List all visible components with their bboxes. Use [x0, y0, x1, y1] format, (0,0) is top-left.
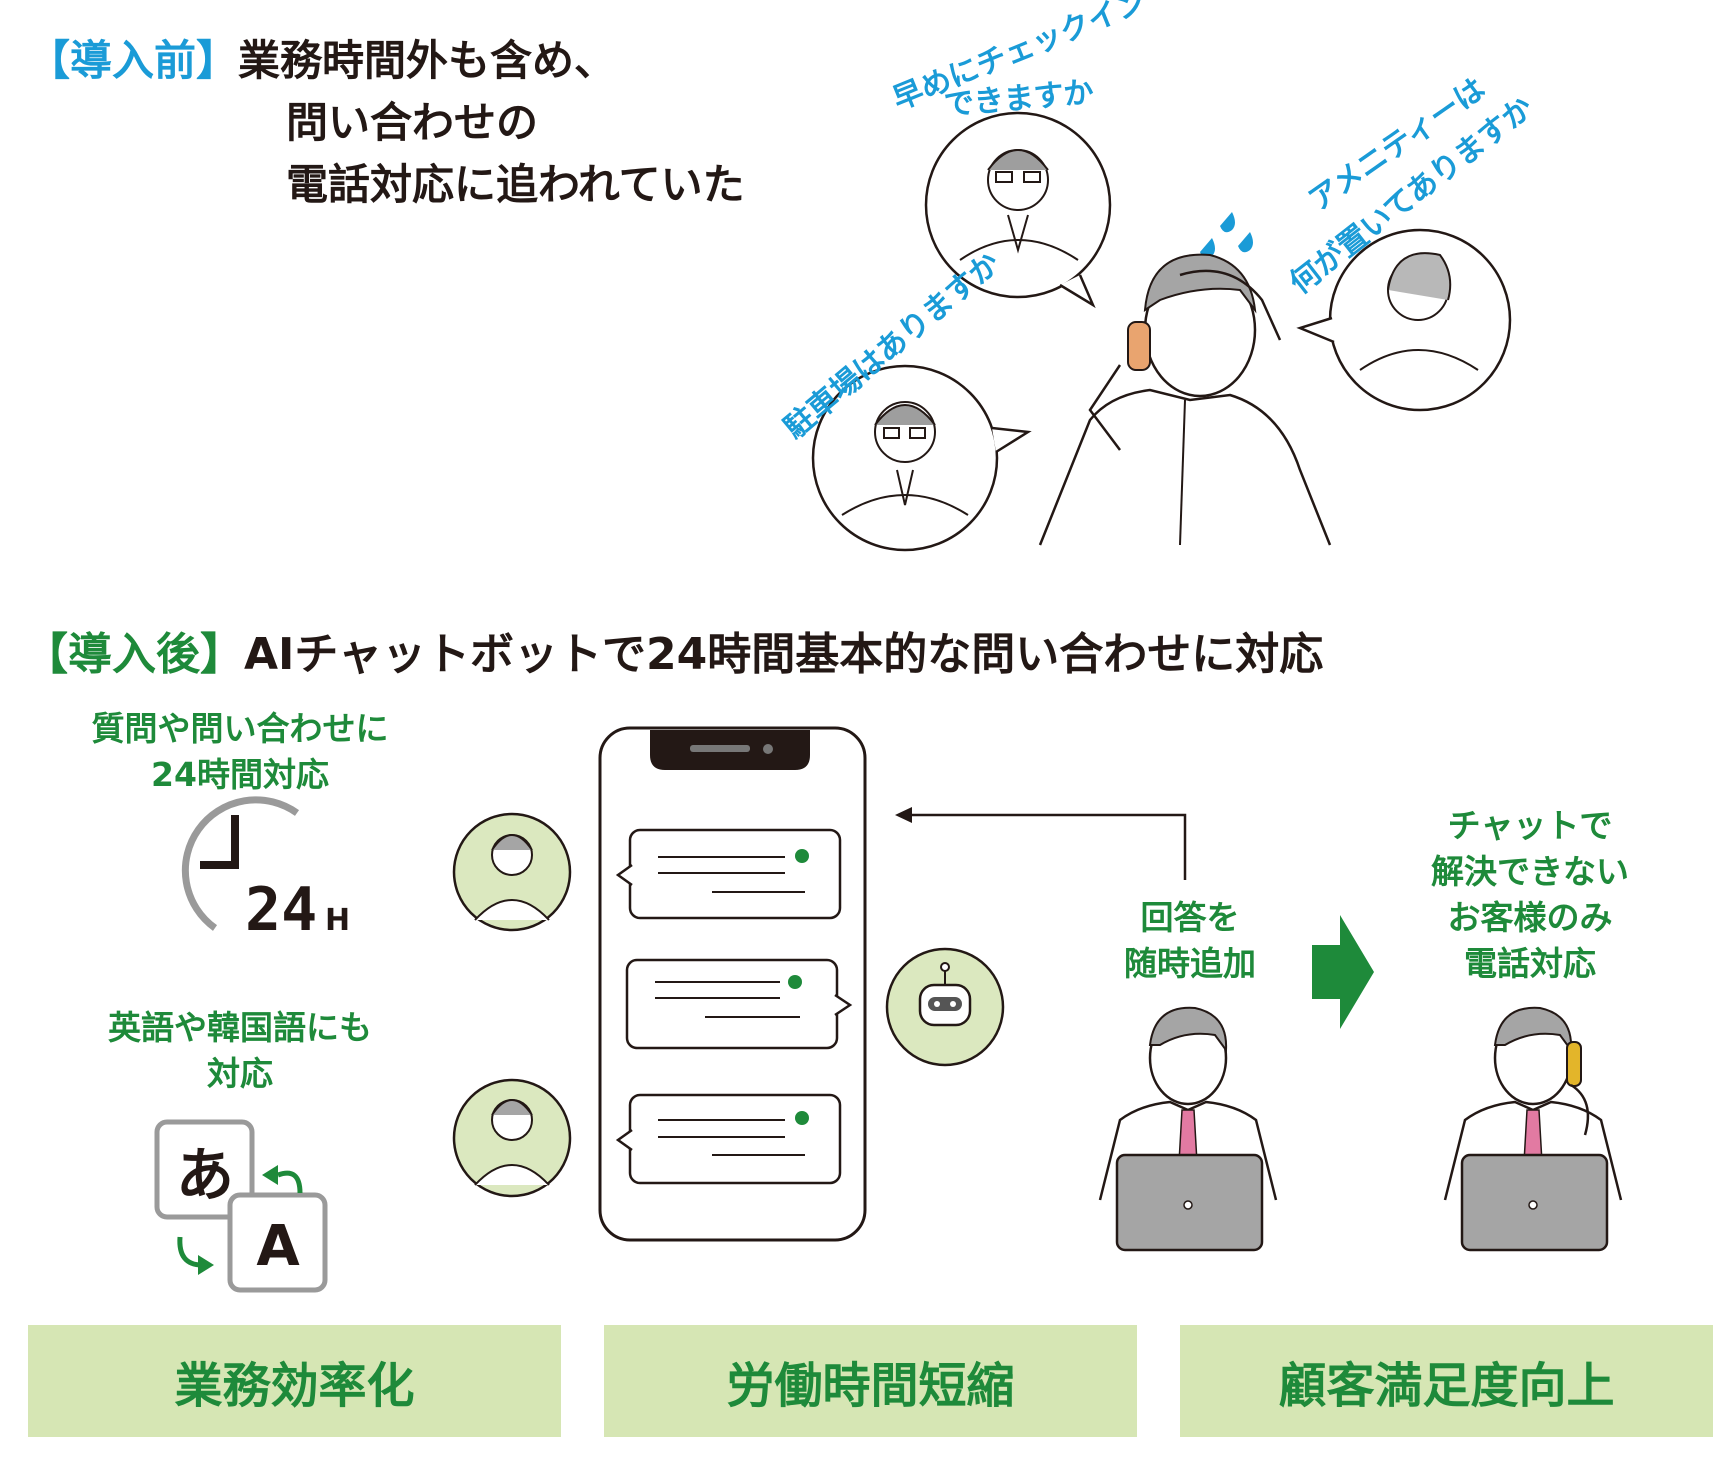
phone-caption-line-4: 電話対応	[1464, 944, 1596, 983]
before-line-2: 問い合わせの	[286, 98, 539, 147]
phone-caption-line-1: チャットで	[1447, 806, 1613, 845]
female-guest-bubble	[1296, 228, 1512, 412]
before-line-3: 電話対応に追われていた	[286, 160, 745, 209]
user-avatar-1	[452, 812, 572, 932]
feature-24h-line-2: 24時間対応	[151, 755, 329, 794]
user-avatar-2	[452, 1078, 572, 1198]
male-guest-bubble	[811, 364, 1032, 552]
phone-caption-line-2: 解決できない	[1431, 852, 1629, 891]
after-tag: 【導入後】	[24, 629, 244, 680]
chatbot-robot-icon	[885, 947, 1005, 1067]
clock-h-label: H	[325, 903, 350, 938]
staff-at-laptop-illustration	[1098, 1006, 1278, 1252]
feature-language-caption: 英語や韓国語にも 対応	[60, 1005, 420, 1097]
troubled-staff-illustration	[1038, 212, 1332, 546]
before-illustration: 早めにチェックイン できますか アメニティーは 何が置いてありますか 駐車場はあ…	[778, 0, 1540, 552]
staff-caption-line-1: 回答を	[1140, 898, 1240, 937]
before-tag: 【導入前】	[28, 36, 239, 85]
feature-24h-line-1: 質問や問い合わせに	[91, 709, 389, 748]
green-forward-arrow-icon	[1312, 915, 1374, 1029]
phone-caption: チャットで 解決できない お客様のみ 電話対応	[1390, 803, 1670, 987]
after-heading: 【導入後】AIチャットボットで24時間基本的な問い合わせに対応	[24, 618, 1323, 682]
chatbot-smartphone-illustration	[452, 726, 1005, 1242]
translation-icon: あ A	[154, 1119, 328, 1293]
update-answers-arrow	[895, 807, 1187, 880]
english-char: A	[256, 1214, 300, 1279]
benefit-efficiency: 業務効率化	[28, 1325, 561, 1437]
after-title-text: AIチャットボットで24時間基本的な問い合わせに対応	[244, 629, 1324, 680]
feature-language-line-2: 対応	[207, 1054, 273, 1093]
feature-language-line-1: 英語や韓国語にも	[108, 1008, 372, 1047]
phone-caption-line-3: お客様のみ	[1447, 898, 1613, 937]
staff-caption: 回答を 随時追加	[1090, 895, 1290, 987]
before-line-1: 業務時間外も含め、	[238, 36, 617, 85]
clock-24h-icon: 24 H	[181, 796, 350, 945]
clock-24-label: 24	[245, 875, 317, 945]
japanese-char: あ	[176, 1141, 234, 1209]
benefit-work-hours: 労働時間短縮	[604, 1325, 1137, 1437]
before-heading: 【導入前】業務時間外も含め、 問い合わせの 電話対応に追われていた	[28, 30, 745, 216]
benefit-customer-satisfaction: 顧客満足度向上	[1180, 1325, 1713, 1437]
elderly-guest-bubble	[924, 111, 1112, 309]
feature-24h-caption: 質問や問い合わせに 24時間対応	[60, 706, 420, 798]
staff-on-phone-illustration	[1443, 1006, 1623, 1252]
staff-caption-line-2: 随時追加	[1124, 944, 1256, 983]
